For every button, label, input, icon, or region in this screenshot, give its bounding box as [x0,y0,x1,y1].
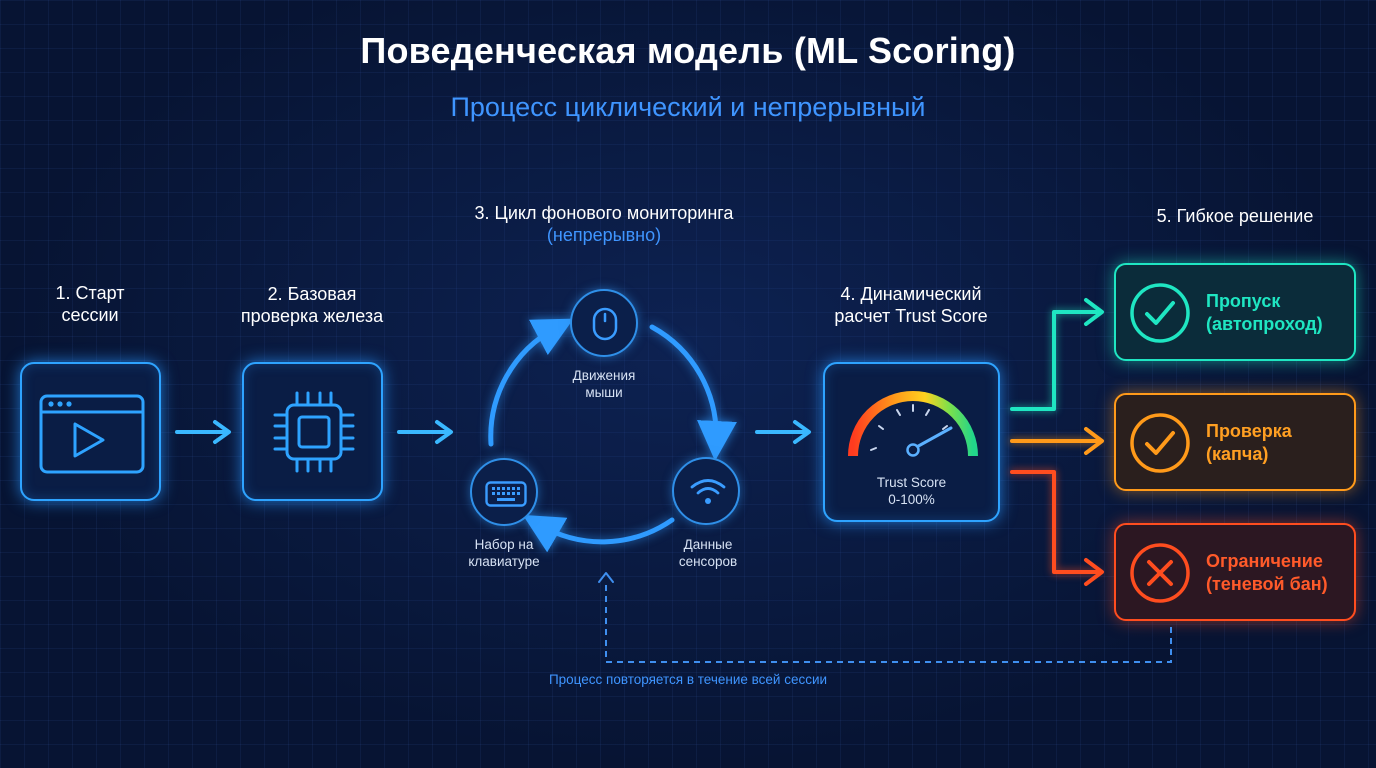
outcome-check-box: Проверка (капча) [1114,393,1356,491]
x-circle-icon [1130,543,1190,603]
outcome-pass-label: Пропуск (автопроход) [1206,291,1323,334]
gauge-icon [848,391,978,457]
session-start-box [20,362,161,501]
check-circle-icon [1130,283,1190,343]
step3-label: 3. Цикл фонового мониторинга (непрерывно… [474,203,734,245]
step4-label: 4. Динамический расчет Trust Score [834,284,988,326]
arrow-to-step3 [397,420,453,444]
mouse-label: Движения мыши [572,368,636,400]
sensors-node [672,457,740,525]
trust-score-box: Trust Score 0-100% [823,362,1000,522]
sensors-label: Данные сенсоров [678,537,738,569]
diagram-subtitle: Процесс циклический и непрерывный [450,92,926,122]
outcome-pass-box: Пропуск (автопроход) [1114,263,1356,361]
arrow-to-step2 [175,420,231,444]
mouse-node [570,289,638,357]
chip-icon [273,391,355,473]
step5-label: 5. Гибкое решение [1156,206,1314,226]
step1-label: 1. Старт сессии [55,283,125,325]
outcome-restrict-box: Ограничение (теневой бан) [1114,523,1356,621]
keyboard-icon [485,481,527,507]
diagram-title: Поведенческая модель (ML Scoring) [360,30,1016,71]
outcome-check-label: Проверка (капча) [1206,421,1292,464]
arrow-to-step4 [755,420,811,444]
keyboard-label: Набор на клавиатуре [468,537,540,569]
browser-window-icon [39,394,145,474]
step2-label: 2. Базовая проверка железа [240,284,384,326]
wifi-icon [690,479,726,504]
trust-score-label: Trust Score 0-100% [876,475,947,507]
footer-note: Процесс повторяется в течение всей сесси… [548,672,828,687]
check-circle-icon [1130,413,1190,473]
outcome-restrict-label: Ограничение (теневой бан) [1206,551,1328,594]
mouse-icon [592,307,618,341]
keyboard-node [470,458,538,526]
hardware-check-box [242,362,383,501]
